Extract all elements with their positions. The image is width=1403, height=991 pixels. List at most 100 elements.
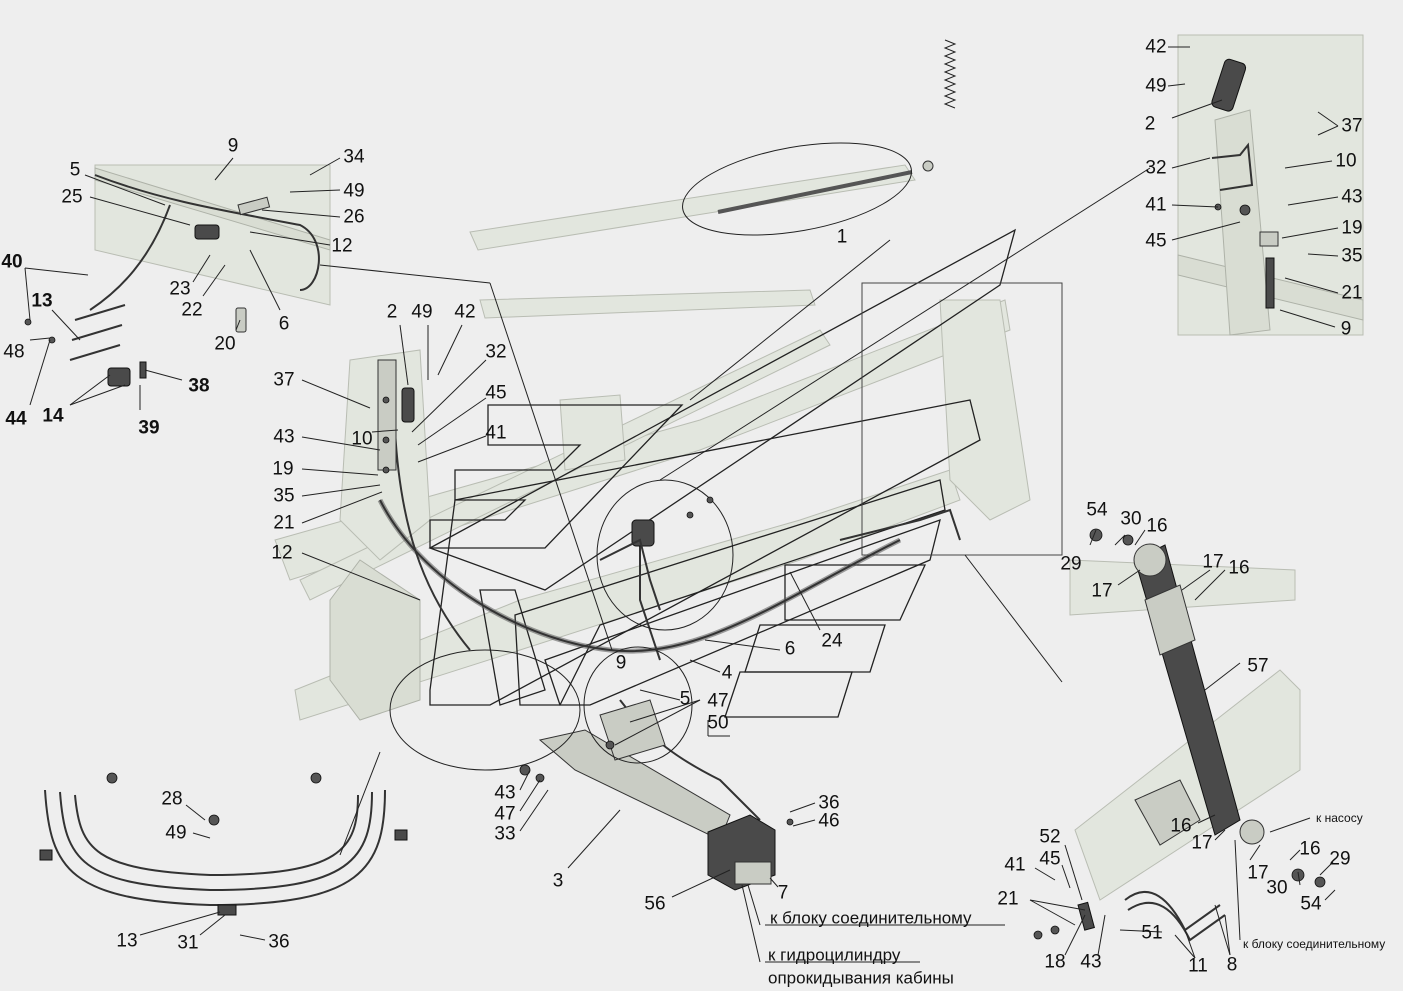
- part-label-l18: 18: [1044, 952, 1065, 973]
- part-label-l34: 34: [343, 147, 365, 168]
- part-label-l35a: 35: [1341, 246, 1362, 267]
- part-label-l10b: 10: [351, 429, 372, 450]
- cab-bracket-left: [377, 359, 415, 474]
- part-label-l26: 26: [343, 207, 364, 228]
- leader-lines: [24, 46, 1339, 963]
- crossbeam-3: [519, 699, 794, 891]
- part-label-l43a: 43: [1341, 187, 1362, 208]
- part-label-l30b: 30: [1266, 878, 1287, 899]
- part-label-l37a: 37: [1341, 116, 1362, 137]
- part-label-l51: 51: [1141, 923, 1162, 944]
- part-label-l4: 4: [722, 663, 733, 684]
- inset-cylinder: [1033, 528, 1326, 942]
- part-label-l36a: 36: [818, 793, 839, 814]
- part-label-l39: 39: [138, 418, 159, 439]
- caption-c5: к блоку соединительному: [1243, 937, 1385, 951]
- part-label-l43c: 43: [494, 783, 515, 804]
- part-label-l24: 24: [821, 631, 843, 652]
- part-label-l1: 1: [837, 227, 848, 248]
- part-label-l48: 48: [3, 342, 24, 363]
- part-label-l49d: 49: [165, 823, 186, 844]
- part-label-l31: 31: [177, 933, 198, 954]
- part-number-labels: 1223455667899910101112121313141616161617…: [1, 37, 1362, 977]
- zoom-circle-valve: [596, 479, 734, 631]
- part-label-l30a: 30: [1120, 509, 1141, 530]
- part-label-l14: 14: [42, 406, 64, 427]
- part-label-l11: 11: [1188, 956, 1208, 977]
- part-label-l25: 25: [61, 187, 82, 208]
- part-label-l2a: 2: [1145, 114, 1156, 135]
- routing-captions: к блоку соединительному к гидроцилиндру оп…: [768, 811, 1385, 988]
- part-label-l13a: 13: [31, 291, 52, 312]
- part-label-l9c: 9: [616, 653, 627, 674]
- part-label-l5b: 5: [680, 689, 691, 710]
- part-label-l2b: 2: [387, 302, 398, 323]
- part-label-l36b: 36: [268, 932, 289, 953]
- part-label-l47a: 47: [707, 691, 728, 712]
- part-label-l6a: 6: [279, 314, 290, 335]
- part-label-l20: 20: [214, 334, 235, 355]
- zoom-circle-left: [389, 649, 581, 771]
- part-label-l21a: 21: [1341, 283, 1362, 304]
- part-label-l19a: 19: [1341, 218, 1362, 239]
- part-label-l21c: 21: [997, 889, 1018, 910]
- part-label-l41a: 41: [1145, 195, 1166, 216]
- part-label-l32a: 32: [1145, 158, 1166, 179]
- part-label-l16c: 16: [1170, 816, 1191, 837]
- part-label-l42a: 42: [1145, 37, 1166, 58]
- part-label-l13b: 13: [116, 931, 137, 952]
- part-label-l54b: 54: [1300, 894, 1322, 915]
- part-label-l10a: 10: [1335, 151, 1356, 172]
- part-label-l56: 56: [644, 894, 665, 915]
- part-label-l5a: 5: [70, 160, 81, 181]
- part-label-l49c: 49: [411, 302, 432, 323]
- inset-top-left: [24, 164, 331, 387]
- part-label-l49b: 49: [343, 181, 364, 202]
- part-label-l9b: 9: [1341, 319, 1352, 340]
- part-label-l44: 44: [5, 409, 27, 430]
- part-label-l17a: 17: [1202, 552, 1223, 573]
- part-label-l17d: 17: [1247, 863, 1268, 884]
- part-label-l16b: 16: [1228, 558, 1249, 579]
- part-label-l8: 8: [1227, 955, 1238, 976]
- part-label-l17c: 17: [1191, 833, 1212, 854]
- caption-c4: к насосу: [1316, 811, 1363, 825]
- part-label-l7: 7: [778, 883, 789, 904]
- part-label-l45a: 45: [1145, 231, 1166, 252]
- part-label-l23: 23: [169, 279, 190, 300]
- inset-top-right: [1177, 34, 1364, 336]
- zoom-circle-junction: [583, 646, 693, 764]
- part-label-l45b: 45: [485, 383, 506, 404]
- part-label-l38: 38: [188, 376, 209, 397]
- part-label-l21b: 21: [273, 513, 294, 534]
- part-label-l52: 52: [1039, 827, 1060, 848]
- part-label-l49a: 49: [1145, 76, 1166, 97]
- part-label-l47b: 47: [494, 804, 515, 825]
- part-label-l12b: 12: [271, 543, 292, 564]
- chevron-outlines: [428, 228, 1017, 718]
- part-label-l3: 3: [553, 871, 564, 892]
- caption-c2: к гидроцилиндру: [768, 946, 901, 965]
- part-label-l54a: 54: [1086, 500, 1108, 521]
- part-label-l40: 40: [1, 252, 22, 273]
- part-label-l42b: 42: [454, 302, 475, 323]
- part-label-l28: 28: [161, 789, 182, 810]
- caption-c1: к блоку соединительному: [770, 909, 972, 928]
- part-label-l16d: 16: [1299, 839, 1320, 860]
- part-label-l33: 33: [494, 824, 515, 845]
- part-label-l32b: 32: [485, 342, 506, 363]
- inset-bottom-left: [39, 772, 408, 916]
- part-label-l17b: 17: [1091, 581, 1112, 602]
- spring-assembly: [717, 39, 957, 214]
- part-label-l29a: 29: [1060, 554, 1081, 575]
- part-label-l57: 57: [1247, 656, 1268, 677]
- valve-detail: [599, 496, 714, 611]
- part-label-l22: 22: [181, 300, 202, 321]
- part-label-l19b: 19: [272, 459, 293, 480]
- caption-c3: опрокидывания кабины: [768, 969, 954, 988]
- part-label-l50: 50: [707, 713, 728, 734]
- zoom-ellipse-1: [682, 142, 912, 236]
- part-label-l6b: 6: [785, 639, 796, 660]
